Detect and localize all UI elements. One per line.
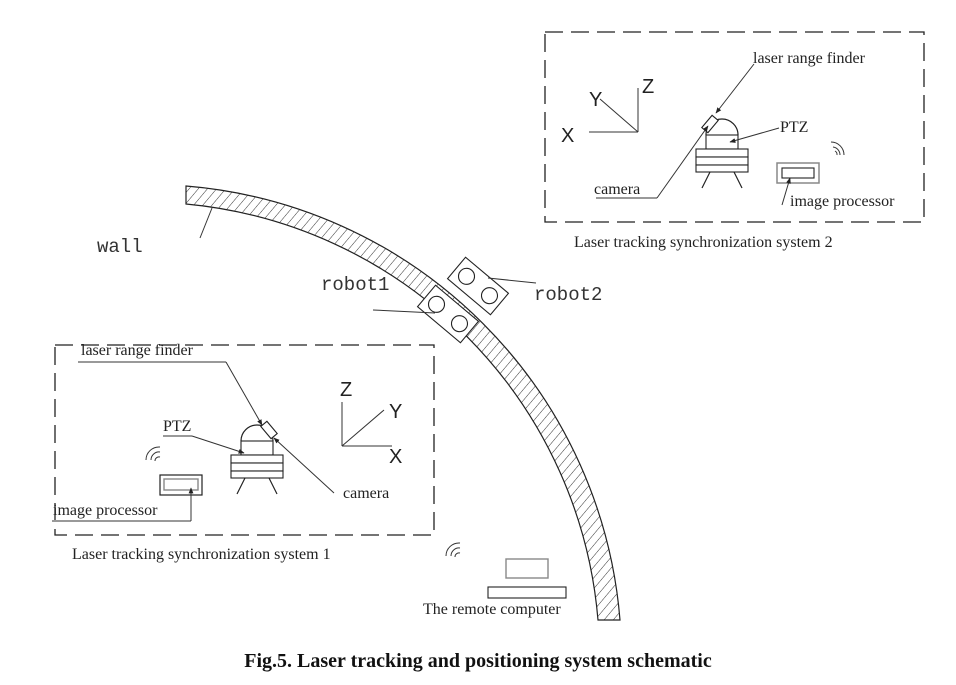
robot1: robot1: [321, 274, 480, 344]
system2-image-processor-label: image processor: [790, 193, 895, 210]
system2-axes: Z X Y: [561, 76, 654, 147]
wall-leader-line: [199, 207, 213, 239]
figure-caption: Fig.5. Laser tracking and positioning sy…: [244, 650, 712, 672]
robot2-label: robot2: [534, 284, 602, 306]
system1-image-processor-label: image processor: [53, 502, 158, 519]
wifi-signal-icon: [145, 446, 161, 462]
robot2-wheel: [480, 287, 499, 305]
system2-camera-label: camera: [594, 181, 640, 198]
camera-leader: [273, 437, 335, 494]
robot1-wheel: [427, 295, 446, 313]
ptz-leader: [729, 127, 780, 143]
system1-boundary: [54, 344, 435, 536]
ptz-tripod-icon: [230, 420, 284, 495]
system1-title: Laser tracking synchronization system 1: [72, 546, 331, 563]
y-axis-line: [341, 409, 385, 447]
x-axis-label: X: [561, 125, 574, 147]
z-axis-label: Z: [642, 76, 654, 98]
system2-laser-range-finder-label: laser range finder: [753, 50, 866, 67]
robot2-leader-line: [487, 277, 537, 284]
wifi-signal-icon: [830, 141, 845, 156]
ptz-leader: [191, 435, 245, 454]
robot1-leader-line: [372, 309, 436, 314]
laser-range-finder-device: [701, 114, 719, 134]
laser-range-finder-leader: [715, 63, 755, 114]
ptz-tripod-icon: [695, 114, 749, 189]
laser-range-finder-leader: [225, 361, 263, 426]
robot2-body: [446, 256, 510, 316]
laser-tracking-system-1: laser range finder PTZ camera Z X Y: [52, 342, 435, 563]
remote-computer: The remote computer: [423, 542, 567, 618]
robot1-body: [416, 284, 480, 344]
image-processor-icon: [776, 162, 820, 184]
camera-leader: [656, 125, 709, 199]
remote-computer-label: The remote computer: [423, 601, 561, 618]
image-processor-leader: [781, 177, 791, 206]
robot2: robot2: [446, 256, 602, 316]
system1-camera-label: camera: [343, 485, 389, 502]
computer-icon: [487, 558, 567, 599]
wall-arc: [185, 185, 621, 621]
y-axis-line: [599, 98, 639, 133]
robot2-wheel: [457, 267, 476, 285]
y-axis-label: Y: [589, 89, 602, 111]
x-axis-label: X: [389, 446, 402, 468]
system1-axes: Z X Y: [340, 379, 402, 468]
laser-range-finder-device: [260, 420, 278, 440]
wall-label: wall: [97, 236, 143, 258]
z-axis-label: Z: [340, 379, 352, 401]
robot1-wheel: [450, 315, 469, 333]
system1-laser-range-finder-label: laser range finder: [81, 342, 194, 359]
wifi-signal-icon: [445, 542, 461, 558]
system2-ptz-label: PTZ: [780, 119, 808, 136]
y-axis-label: Y: [389, 401, 402, 423]
laser-tracking-system-2: Z X Y laser range finder PTZ camera: [544, 31, 925, 251]
wall: wall: [97, 185, 621, 621]
system1-ptz-label: PTZ: [163, 418, 191, 435]
system2-title: Laser tracking synchronization system 2: [574, 234, 833, 251]
robot1-label: robot1: [321, 274, 389, 296]
system2-boundary: [544, 31, 925, 223]
image-processor-icon: [159, 474, 203, 496]
